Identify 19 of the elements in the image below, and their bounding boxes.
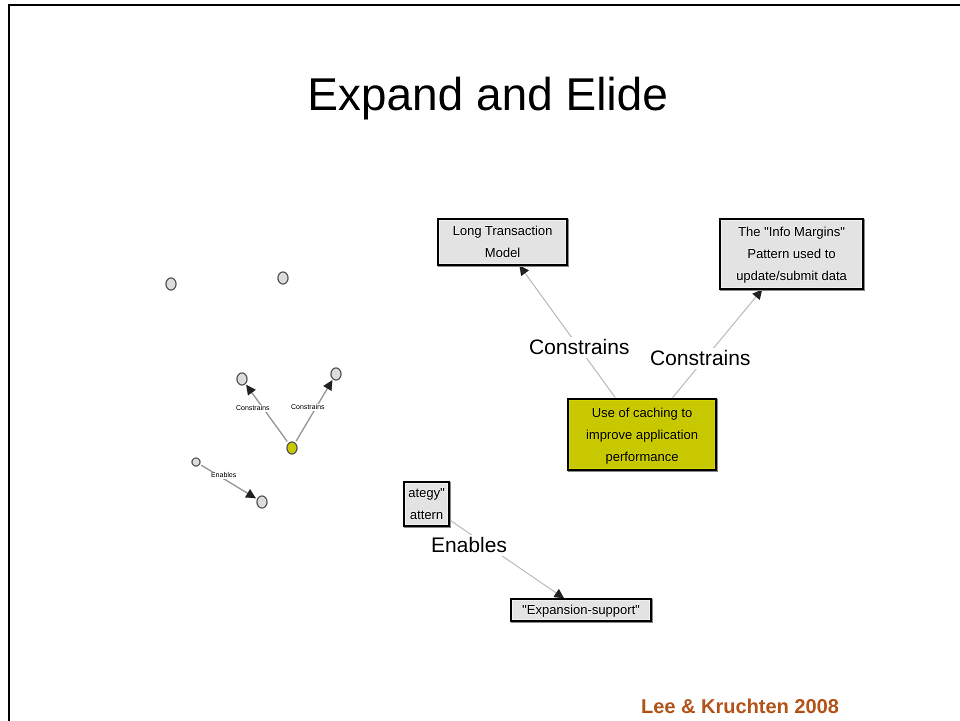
concept-box: Long Transaction Model [437,218,568,266]
graph-node-circle [277,271,289,285]
concept-box: "Expansion-support" [510,598,652,622]
graph-node-circle [165,277,177,291]
arrow [246,384,288,442]
concept-box: ategy" attern [403,481,450,527]
graph-node-circle [286,441,298,455]
edge-label: Constrains [650,348,750,369]
citation: Lee & Kruchten 2008 [641,695,839,720]
edge-label: Enables [431,535,507,556]
concept-box: The "Info Margins" Pattern used to update/submit data [719,218,864,290]
arrow [295,380,333,442]
concept-box: Use of caching to improve application performance [567,398,717,471]
graph-node-circle [191,457,201,467]
slide-title: Expand and Elide [306,67,669,122]
graph-node-circle [330,367,342,381]
graph-node-circle [256,495,268,509]
graph-node-circle [236,372,248,386]
edge-label: Constrains [529,337,630,358]
